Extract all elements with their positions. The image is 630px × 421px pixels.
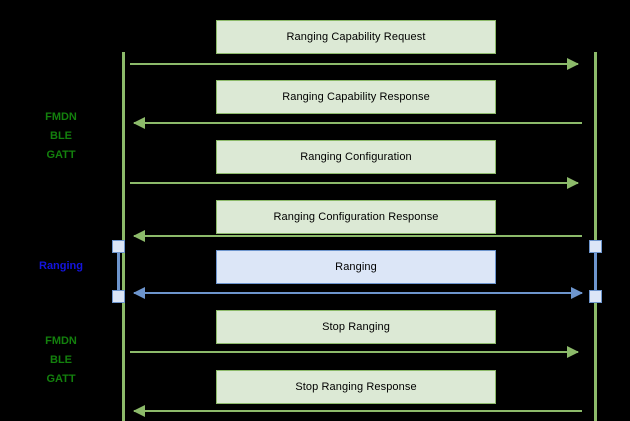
right-activation-bar bbox=[594, 246, 597, 296]
arrow-shaft bbox=[134, 410, 582, 412]
arrow-head-left-icon bbox=[133, 405, 145, 417]
message-label: Ranging Configuration Response bbox=[273, 211, 439, 223]
phase-label-top-line-2: BLE bbox=[50, 130, 72, 142]
left-activation-end bbox=[112, 290, 125, 303]
arrow-head-right-icon bbox=[571, 287, 583, 299]
right-activation-end bbox=[589, 290, 602, 303]
arrow-head-right-icon bbox=[567, 58, 579, 70]
arrow-shaft bbox=[130, 63, 578, 65]
phase-label-top-line-1: FMDN bbox=[45, 111, 77, 123]
message-label: Ranging bbox=[335, 261, 377, 273]
message-arrow-ranging-configuration-response bbox=[133, 230, 582, 242]
arrow-shaft bbox=[130, 351, 578, 353]
message-label: Stop Ranging Response bbox=[295, 381, 417, 393]
message-arrow-ranging-configuration bbox=[130, 177, 579, 189]
message-arrow-ranging-capability-response bbox=[133, 117, 582, 129]
phase-label-bottom: FMDN BLE GATT bbox=[6, 332, 116, 389]
arrow-head-right-icon bbox=[567, 177, 579, 189]
right-lifeline bbox=[594, 52, 597, 421]
arrow-head-left-icon bbox=[133, 117, 145, 129]
phase-label-top-line-3: GATT bbox=[46, 149, 76, 161]
phase-label-bottom-line-2: BLE bbox=[50, 354, 72, 366]
message-box-ranging-configuration: Ranging Configuration bbox=[216, 140, 496, 174]
arrow-shaft bbox=[134, 235, 582, 237]
message-label: Ranging Configuration bbox=[300, 151, 412, 163]
message-box-ranging-capability-request: Ranging Capability Request bbox=[216, 20, 496, 54]
arrow-head-left-icon bbox=[133, 230, 145, 242]
left-lifeline bbox=[122, 52, 125, 421]
message-arrow-stop-ranging bbox=[130, 346, 579, 358]
arrow-shaft bbox=[134, 292, 582, 294]
message-arrow-ranging-capability-request bbox=[130, 58, 579, 70]
phase-label-middle-line-1: Ranging bbox=[39, 260, 83, 272]
phase-label-middle: Ranging bbox=[6, 257, 116, 276]
phase-label-top: FMDN BLE GATT bbox=[6, 108, 116, 165]
arrow-shaft bbox=[134, 122, 582, 124]
right-activation-start bbox=[589, 240, 602, 253]
message-label: Ranging Capability Request bbox=[286, 31, 426, 43]
left-activation-bar bbox=[117, 246, 120, 296]
message-arrow-stop-ranging-response bbox=[133, 405, 582, 417]
arrow-head-right-icon bbox=[567, 346, 579, 358]
phase-label-bottom-line-3: GATT bbox=[46, 373, 76, 385]
message-label: Ranging Capability Response bbox=[282, 91, 430, 103]
arrow-shaft bbox=[130, 182, 578, 184]
message-box-ranging-capability-response: Ranging Capability Response bbox=[216, 80, 496, 114]
message-box-ranging: Ranging bbox=[216, 250, 496, 284]
message-label: Stop Ranging bbox=[322, 321, 390, 333]
left-activation-start bbox=[112, 240, 125, 253]
message-box-ranging-configuration-response: Ranging Configuration Response bbox=[216, 200, 496, 234]
message-box-stop-ranging: Stop Ranging bbox=[216, 310, 496, 344]
phase-label-bottom-line-1: FMDN bbox=[45, 335, 77, 347]
arrow-head-left-icon bbox=[133, 287, 145, 299]
message-arrow-ranging bbox=[133, 287, 583, 299]
message-box-stop-ranging-response: Stop Ranging Response bbox=[216, 370, 496, 404]
